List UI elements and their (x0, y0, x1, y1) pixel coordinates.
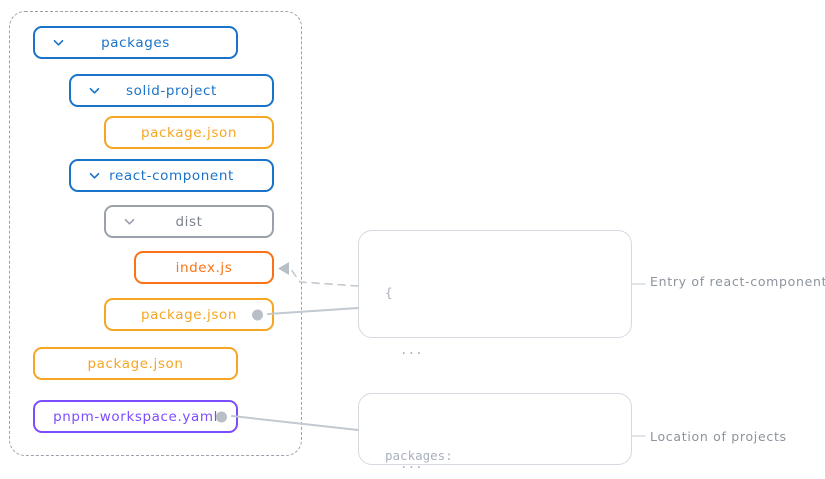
snippet-line: ... (385, 342, 423, 357)
entry-annotation-label: Entry of react-component (650, 274, 825, 289)
tree-node-root-package-json[interactable]: package.json (33, 347, 238, 380)
tree-node-label: solid-project (126, 82, 217, 99)
tree-node-label: pnpm-workspace.yaml (53, 408, 218, 425)
chevron-down-icon (124, 216, 135, 227)
tree-node-react-component[interactable]: react-component (69, 159, 274, 192)
tree-node-label: package.json (140, 124, 238, 141)
workspace-root-container (9, 11, 302, 456)
tree-node-label: package.json (140, 306, 238, 323)
chevron-down-icon (53, 37, 64, 48)
tree-node-packages[interactable]: packages (33, 26, 238, 59)
connector-anchor-dot (216, 411, 227, 422)
tree-node-label: index.js (175, 259, 233, 276)
pnpm-workspace-snippet-box: packages: - "packages/solid-project" - "… (358, 393, 632, 465)
tree-node-solid-package-json[interactable]: package.json (104, 116, 274, 149)
connector-anchor-dot (252, 309, 263, 320)
chevron-down-icon (89, 85, 100, 96)
tree-node-label: packages (101, 34, 170, 51)
location-annotation-label: Location of projects (650, 429, 787, 444)
tree-node-label: dist (175, 213, 203, 230)
tree-node-index-js[interactable]: index.js (134, 251, 274, 284)
snippet-line: packages: (385, 448, 453, 463)
tree-node-solid-project[interactable]: solid-project (69, 74, 274, 107)
tree-node-pnpm-workspace-yaml[interactable]: pnpm-workspace.yaml (33, 400, 238, 433)
snippet-line: { (385, 285, 393, 300)
package-json-snippet-box: { ... "main": "./dist/index.js" ... } (358, 230, 632, 471)
tree-node-react-package-json[interactable]: package.json (104, 298, 274, 331)
chevron-down-icon (89, 170, 100, 181)
tree-node-dist[interactable]: dist (104, 205, 274, 238)
tree-node-label: react-component (109, 167, 234, 184)
tree-node-label: package.json (87, 355, 184, 372)
